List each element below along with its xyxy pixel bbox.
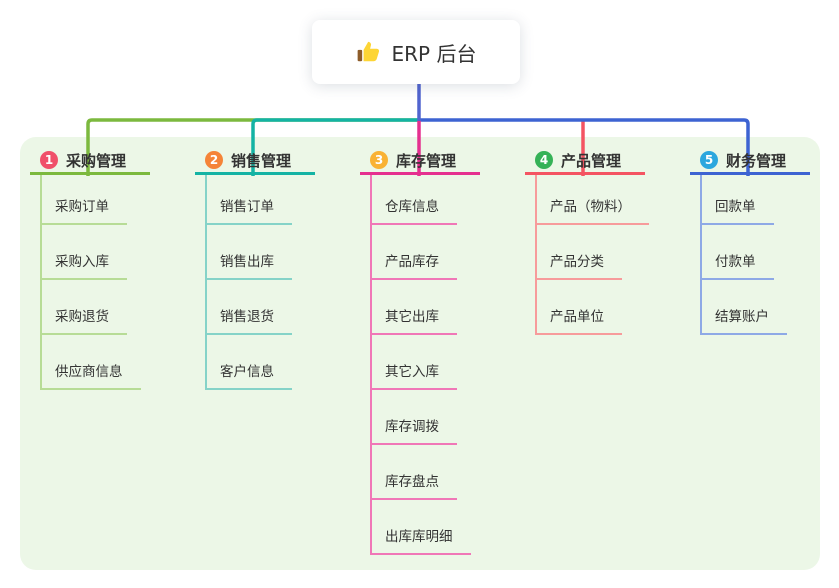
child-node[interactable]: 出库库明细 <box>371 500 471 555</box>
badge-2-icon: 2 <box>205 151 223 169</box>
branch-node-sales[interactable]: 2 销售管理 <box>195 148 315 175</box>
branch-label: 采购管理 <box>66 151 127 170</box>
badge-5-icon: 5 <box>700 151 718 169</box>
branches-background-panel <box>20 137 820 570</box>
child-label: 库存调拨 <box>385 419 439 435</box>
child-node[interactable]: 其它入库 <box>371 335 457 390</box>
child-label: 销售退货 <box>220 309 274 325</box>
child-label: 付款单 <box>715 254 756 270</box>
badge-3-icon: 3 <box>370 151 388 169</box>
branch-label: 产品管理 <box>561 151 622 170</box>
child-node[interactable]: 供应商信息 <box>41 335 141 390</box>
child-label: 产品库存 <box>385 254 439 270</box>
branch-children: 采购订单 采购入库 采购退货 供应商信息 <box>30 175 141 390</box>
child-label: 销售订单 <box>220 199 274 215</box>
child-label: 采购入库 <box>55 254 109 270</box>
thumbs-up-icon <box>356 39 382 65</box>
child-label: 客户信息 <box>220 364 274 380</box>
child-label: 产品单位 <box>550 309 604 325</box>
child-node[interactable]: 回款单 <box>701 175 774 225</box>
child-label: 库存盘点 <box>385 474 439 490</box>
child-node[interactable]: 库存盘点 <box>371 445 457 500</box>
child-node[interactable]: 产品单位 <box>536 280 622 335</box>
child-label: 产品（物料） <box>550 199 631 215</box>
child-label: 其它入库 <box>385 364 439 380</box>
branch-product: 4 产品管理 产品（物料） 产品分类 产品单位 <box>525 148 675 335</box>
branch-inventory: 3 库存管理 仓库信息 产品库存 其它出库 其它入库 库存调拨 库存盘点 出库库… <box>360 148 510 555</box>
branch-label: 库存管理 <box>396 151 457 170</box>
branch-children: 仓库信息 产品库存 其它出库 其它入库 库存调拨 库存盘点 出库库明细 <box>360 175 471 555</box>
child-node[interactable]: 客户信息 <box>206 335 292 390</box>
child-label: 结算账户 <box>715 309 769 325</box>
branch-node-finance[interactable]: 5 财务管理 <box>690 148 810 175</box>
branch-finance: 5 财务管理 回款单 付款单 结算账户 <box>690 148 839 335</box>
child-node[interactable]: 库存调拨 <box>371 390 457 445</box>
child-label: 销售出库 <box>220 254 274 270</box>
child-label: 供应商信息 <box>55 364 123 380</box>
child-node[interactable]: 仓库信息 <box>371 175 457 225</box>
child-label: 出库库明细 <box>385 529 453 545</box>
child-node[interactable]: 其它出库 <box>371 280 457 335</box>
branch-label: 销售管理 <box>231 151 292 170</box>
branch-purchase: 1 采购管理 采购订单 采购入库 采购退货 供应商信息 <box>30 148 180 390</box>
branch-node-inventory[interactable]: 3 库存管理 <box>360 148 480 175</box>
branch-sales: 2 销售管理 销售订单 销售出库 销售退货 客户信息 <box>195 148 345 390</box>
child-label: 采购退货 <box>55 309 109 325</box>
child-node[interactable]: 销售出库 <box>206 225 292 280</box>
child-label: 仓库信息 <box>385 199 439 215</box>
child-node[interactable]: 结算账户 <box>701 280 787 335</box>
child-node[interactable]: 产品分类 <box>536 225 622 280</box>
branch-children: 销售订单 销售出库 销售退货 客户信息 <box>195 175 292 390</box>
branch-label: 财务管理 <box>726 151 787 170</box>
child-node[interactable]: 产品库存 <box>371 225 457 280</box>
child-label: 回款单 <box>715 199 756 215</box>
child-node[interactable]: 采购订单 <box>41 175 127 225</box>
child-label: 产品分类 <box>550 254 604 270</box>
badge-1-icon: 1 <box>40 151 58 169</box>
badge-4-icon: 4 <box>535 151 553 169</box>
root-label: ERP 后台 <box>391 41 477 66</box>
child-node[interactable]: 销售订单 <box>206 175 292 225</box>
branch-node-purchase[interactable]: 1 采购管理 <box>30 148 150 175</box>
child-node[interactable]: 采购退货 <box>41 280 127 335</box>
child-node[interactable]: 销售退货 <box>206 280 292 335</box>
branch-children: 回款单 付款单 结算账户 <box>690 175 787 335</box>
child-label: 其它出库 <box>385 309 439 325</box>
child-node[interactable]: 采购入库 <box>41 225 127 280</box>
branch-node-product[interactable]: 4 产品管理 <box>525 148 645 175</box>
child-node[interactable]: 付款单 <box>701 225 774 280</box>
child-node[interactable]: 产品（物料） <box>536 175 649 225</box>
root-node[interactable]: ERP 后台 <box>312 20 520 84</box>
branch-children: 产品（物料） 产品分类 产品单位 <box>525 175 649 335</box>
child-label: 采购订单 <box>55 199 109 215</box>
